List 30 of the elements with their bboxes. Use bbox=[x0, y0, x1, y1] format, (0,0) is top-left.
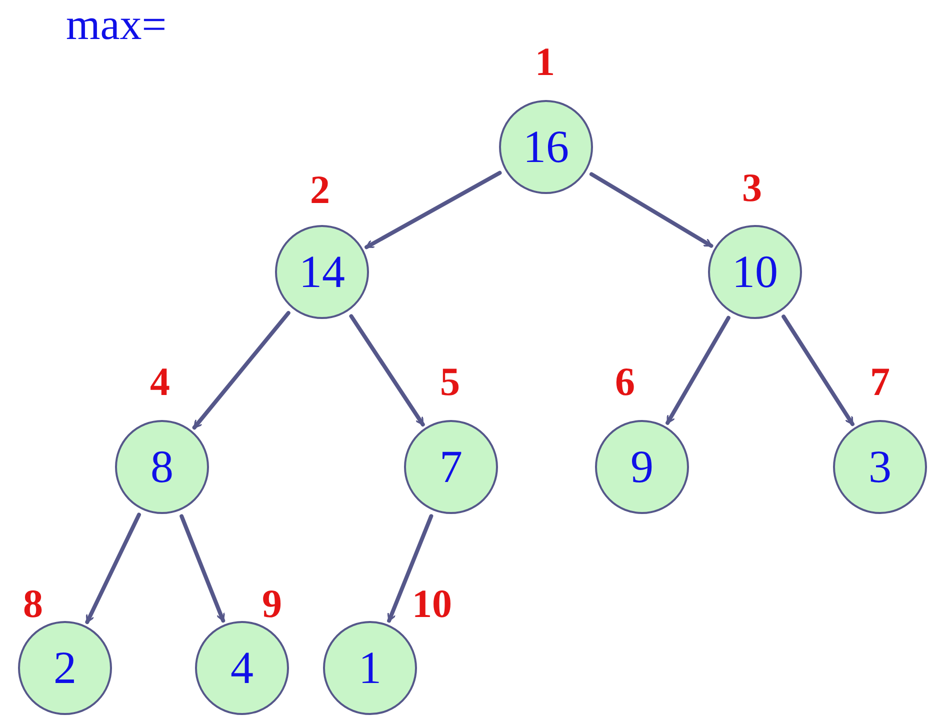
node-value: 10 bbox=[732, 249, 778, 295]
index-number: 2 bbox=[310, 170, 330, 210]
node-value: 9 bbox=[630, 444, 654, 490]
index-number: 1 bbox=[535, 42, 555, 82]
node-value: 8 bbox=[150, 444, 174, 490]
index-number: 9 bbox=[262, 584, 282, 624]
heading-text: max= bbox=[66, 0, 167, 50]
node-value: 16 bbox=[523, 124, 569, 170]
node-value: 7 bbox=[440, 444, 462, 490]
arrow bbox=[364, 170, 502, 250]
arrow bbox=[349, 314, 425, 426]
index-number: 3 bbox=[742, 168, 762, 208]
index-number: 8 bbox=[23, 584, 43, 624]
node-value: 1 bbox=[358, 645, 382, 691]
node-value: 14 bbox=[299, 249, 345, 295]
arrow bbox=[192, 310, 290, 430]
index-number: 4 bbox=[150, 362, 170, 402]
index-number: 7 bbox=[870, 362, 890, 402]
node-value: 2 bbox=[54, 645, 76, 691]
index-number: 6 bbox=[615, 362, 635, 402]
index-number: 10 bbox=[412, 584, 452, 624]
arrow bbox=[85, 512, 141, 624]
arrow bbox=[666, 316, 730, 425]
index-number: 5 bbox=[440, 362, 460, 402]
arrow bbox=[589, 172, 714, 248]
node-value: 4 bbox=[230, 645, 254, 691]
arrow bbox=[180, 514, 226, 623]
arrow bbox=[782, 314, 854, 426]
arrow bbox=[387, 514, 434, 623]
node-value: 3 bbox=[868, 444, 892, 490]
